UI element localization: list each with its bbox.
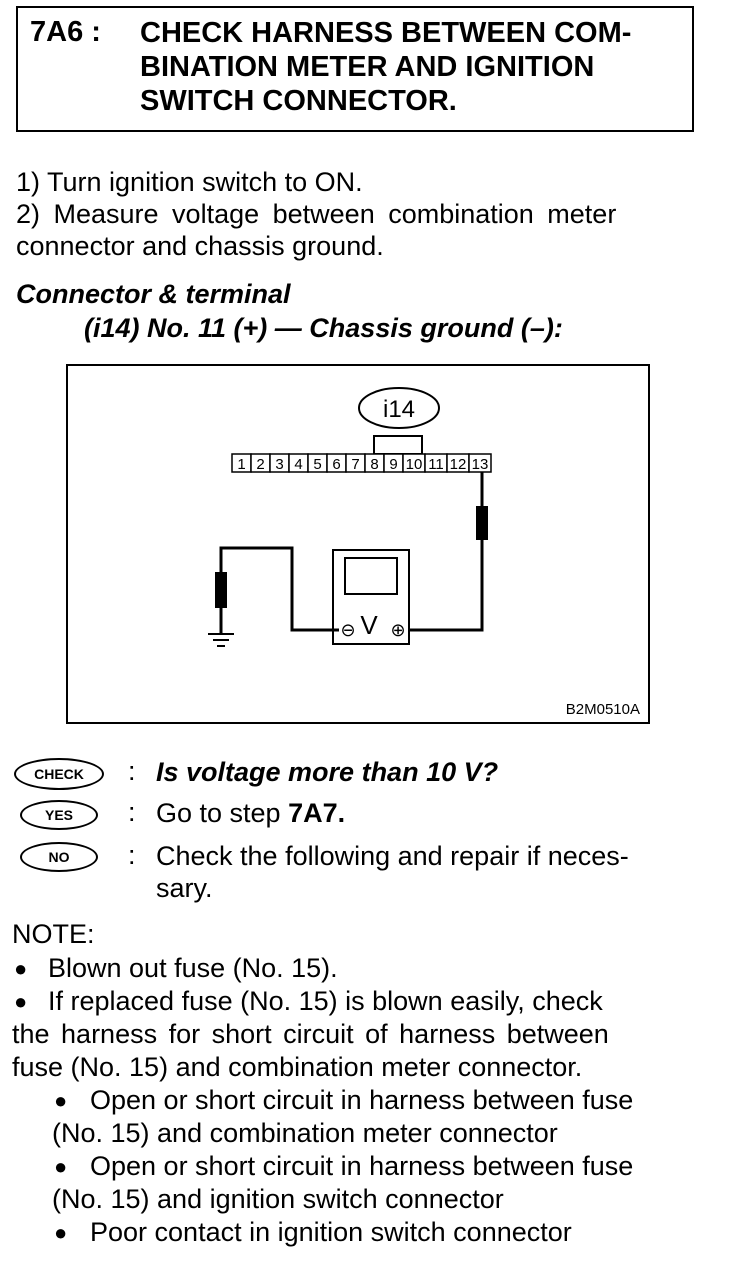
no-text-line: sary. bbox=[156, 873, 213, 903]
no-colon: : bbox=[128, 840, 136, 870]
note-item: Blown out fuse (No. 15). bbox=[48, 953, 338, 983]
lead-negative bbox=[219, 546, 339, 632]
connector-pin-label: 2 bbox=[256, 456, 264, 473]
connector-heading: Connector & terminal bbox=[16, 279, 291, 309]
probe-positive bbox=[476, 506, 488, 540]
connector-pin-label: 8 bbox=[370, 456, 378, 473]
bullet-icon: ● bbox=[54, 1088, 68, 1113]
bullet-icon: ● bbox=[14, 989, 28, 1014]
connector-label-ellipse bbox=[358, 387, 440, 429]
note-subitem: Open or short circuit in harness between… bbox=[90, 1151, 634, 1181]
check-badge: CHECK bbox=[14, 758, 104, 790]
no-badge: NO bbox=[20, 842, 98, 872]
connector-pin-label: 1 bbox=[237, 456, 245, 473]
note-subitem-cont: (No. 15) and ignition switch connector bbox=[52, 1184, 504, 1214]
note-subitem-cont: (No. 15) and combination meter connector bbox=[52, 1118, 558, 1148]
step-number: 7A6 : bbox=[30, 16, 101, 48]
yes-step-link: 7A7. bbox=[288, 798, 346, 828]
note-subitem: Open or short circuit in harness between… bbox=[90, 1085, 634, 1115]
note-item-cont: fuse (No. 15) and combination meter conn… bbox=[12, 1052, 583, 1082]
step-title-line: SWITCH CONNECTOR. bbox=[140, 85, 457, 117]
instruction-2-cont: connector and chassis ground. bbox=[16, 231, 384, 261]
connector-pin-label: 6 bbox=[332, 456, 340, 473]
yes-colon: : bbox=[128, 797, 136, 827]
probe-negative bbox=[215, 572, 227, 608]
step-title: CHECK HARNESS BETWEEN COM- BINATION METE… bbox=[140, 16, 680, 118]
connector-pin-label: 11 bbox=[428, 456, 444, 473]
note-item-cont: the harness for short circuit of harness… bbox=[12, 1019, 609, 1049]
step-header-box: 7A6 : CHECK HARNESS BETWEEN COM- BINATIO… bbox=[16, 6, 694, 132]
connector-pin-label: 4 bbox=[294, 456, 302, 473]
connector-pin-label: 5 bbox=[313, 456, 321, 473]
connector-pin-label: 10 bbox=[406, 456, 423, 473]
note-subitem: Poor contact in ignition switch connecto… bbox=[90, 1217, 572, 1247]
connector-detail: (i14) No. 11 (+) — Chassis ground (–): bbox=[84, 313, 563, 343]
voltmeter-display bbox=[344, 557, 398, 595]
yes-text: Go to step 7A7. bbox=[156, 797, 345, 829]
connector-pin-label: 9 bbox=[389, 456, 397, 473]
figure-code: B2M0510A bbox=[566, 701, 640, 718]
connector-pin-label: 12 bbox=[450, 456, 467, 473]
yes-badge: YES bbox=[20, 800, 98, 830]
note-item: If replaced fuse (No. 15) is blown easil… bbox=[48, 986, 603, 1016]
bullet-icon: ● bbox=[14, 956, 28, 981]
yes-text-label: Go to step bbox=[156, 798, 289, 828]
lead-positive bbox=[401, 540, 484, 632]
no-text-line: Check the following and repair if neces- bbox=[156, 841, 629, 871]
step-title-line: CHECK HARNESS BETWEEN COM- bbox=[140, 17, 632, 49]
check-colon: : bbox=[128, 756, 136, 786]
connector-key bbox=[373, 435, 423, 455]
bullet-icon: ● bbox=[54, 1220, 68, 1245]
step-title-line: BINATION METER AND IGNITION bbox=[140, 51, 595, 83]
voltmeter-symbol: V bbox=[360, 610, 378, 640]
instruction-2: 2) Measure voltage between combination m… bbox=[16, 199, 617, 229]
bullet-icon: ● bbox=[54, 1154, 68, 1179]
instruction-1: 1) Turn ignition switch to ON. bbox=[16, 167, 363, 197]
note-heading: NOTE: bbox=[12, 919, 95, 949]
minus-terminal: ⊖ bbox=[340, 620, 355, 641]
connector-pin-box bbox=[468, 453, 492, 473]
plus-terminal: ⊕ bbox=[390, 620, 405, 641]
connector-label: i14 bbox=[383, 396, 415, 423]
connector-pin-label: 3 bbox=[275, 456, 283, 473]
connector-pin-label: 13 bbox=[472, 456, 489, 473]
connector-pin-label: 7 bbox=[351, 456, 359, 473]
check-question: Is voltage more than 10 V? bbox=[156, 757, 499, 787]
